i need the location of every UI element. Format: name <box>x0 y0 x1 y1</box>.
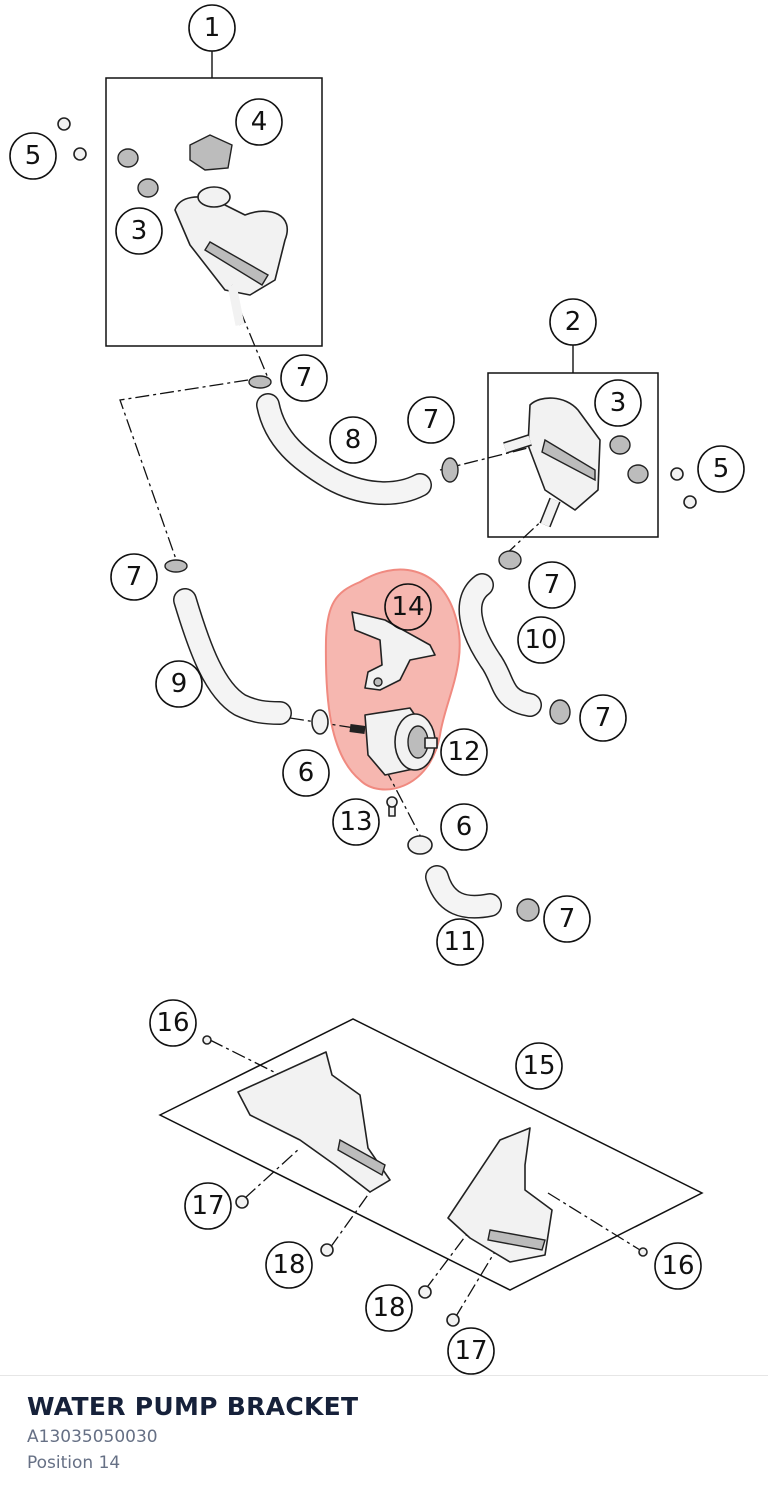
callout-17[interactable]: 17 <box>447 1327 495 1375</box>
svg-text:8: 8 <box>345 425 362 455</box>
svg-text:7: 7 <box>559 904 576 934</box>
svg-text:4: 4 <box>251 107 268 137</box>
screw-part <box>235 1195 249 1209</box>
hose-clip-part <box>407 835 433 855</box>
grommet-part <box>117 148 139 168</box>
svg-text:5: 5 <box>25 141 42 171</box>
screw-part <box>638 1247 648 1257</box>
screw-part <box>418 1285 432 1299</box>
svg-text:7: 7 <box>126 562 143 592</box>
position-label: Position 14 <box>27 1453 121 1473</box>
exploded-parts-diagram: 1 2 3 3 4 5 5 6 6 7 7 7 7 7 7 7 8 9 10 1… <box>9 4 745 1375</box>
hose-clamp-part <box>498 550 522 570</box>
callout-14-highlighted[interactable]: 14 <box>384 583 432 631</box>
callout-15[interactable]: 15 <box>515 1042 563 1090</box>
callout-12[interactable]: 12 <box>440 728 488 776</box>
callout-5[interactable]: 5 <box>9 132 57 180</box>
svg-text:7: 7 <box>544 570 561 600</box>
svg-text:6: 6 <box>456 812 473 842</box>
svg-text:7: 7 <box>595 703 612 733</box>
radiator-right-part <box>503 397 601 528</box>
svg-text:6: 6 <box>298 758 315 788</box>
callout-18[interactable]: 18 <box>265 1241 313 1289</box>
svg-text:10: 10 <box>524 625 557 655</box>
svg-text:3: 3 <box>131 216 148 246</box>
hose-9-part <box>173 588 292 725</box>
callout-16[interactable]: 16 <box>149 999 197 1047</box>
grommet-part <box>627 464 649 484</box>
callout-3[interactable]: 3 <box>115 207 163 255</box>
hose-clamp-part <box>516 898 540 922</box>
reservoir-cap-part <box>189 134 233 171</box>
svg-text:5: 5 <box>713 454 730 484</box>
callout-17[interactable]: 17 <box>184 1182 232 1230</box>
callout-13[interactable]: 13 <box>332 798 380 846</box>
svg-text:16: 16 <box>661 1251 694 1281</box>
callout-5[interactable]: 5 <box>697 445 745 493</box>
assembly-box-15 <box>158 1018 704 1291</box>
callout-7[interactable]: 7 <box>110 553 158 601</box>
callout-8[interactable]: 8 <box>329 416 377 464</box>
hose-clamp-part <box>248 375 272 389</box>
callout-7[interactable]: 7 <box>528 561 576 609</box>
svg-text:18: 18 <box>372 1293 405 1323</box>
water-pump-part <box>349 707 438 776</box>
svg-text:14: 14 <box>391 592 424 622</box>
bolt-part <box>683 495 697 509</box>
hose-clip-part <box>311 709 329 735</box>
hose-8-part <box>256 393 432 506</box>
hose-clamp-part <box>549 699 571 725</box>
callout-7[interactable]: 7 <box>543 895 591 943</box>
callout-3[interactable]: 3 <box>594 379 642 427</box>
callout-16[interactable]: 16 <box>654 1242 702 1290</box>
callout-11[interactable]: 11 <box>436 918 484 966</box>
callout-9[interactable]: 9 <box>155 660 203 708</box>
svg-text:7: 7 <box>423 405 440 435</box>
callout-7[interactable]: 7 <box>280 354 328 402</box>
svg-text:2: 2 <box>565 307 582 337</box>
bolt-part <box>57 117 71 131</box>
screw-part <box>446 1313 460 1327</box>
callout-7[interactable]: 7 <box>579 694 627 742</box>
callout-18[interactable]: 18 <box>365 1284 413 1332</box>
side-cover-right-part <box>447 1127 553 1263</box>
svg-text:1: 1 <box>204 13 221 43</box>
part-info-footer: WATER PUMP BRACKET A13035050030 Position… <box>0 1375 768 1491</box>
svg-text:7: 7 <box>296 363 313 393</box>
callout-7[interactable]: 7 <box>407 396 455 444</box>
svg-text:11: 11 <box>443 927 476 957</box>
svg-text:9: 9 <box>171 669 188 699</box>
hose-clamp-part <box>164 559 188 573</box>
screw-part <box>320 1243 334 1257</box>
water-pump-bracket-part <box>351 611 436 691</box>
svg-text:17: 17 <box>191 1191 224 1221</box>
radiator-left-part <box>174 186 288 326</box>
side-cover-left-part <box>237 1051 391 1193</box>
callout-10[interactable]: 10 <box>517 616 565 664</box>
hose-10-part <box>458 573 542 717</box>
callout-6[interactable]: 6 <box>282 749 330 797</box>
screw-part <box>202 1035 212 1045</box>
bolt-13-part <box>386 796 398 817</box>
svg-text:3: 3 <box>610 388 627 418</box>
svg-text:18: 18 <box>272 1250 305 1280</box>
callout-6[interactable]: 6 <box>440 803 488 851</box>
callout-2[interactable]: 2 <box>549 298 597 346</box>
hose-clamp-part <box>441 457 459 483</box>
grommet-part <box>609 435 631 455</box>
svg-text:16: 16 <box>156 1008 189 1038</box>
callout-4[interactable]: 4 <box>235 98 283 146</box>
bolt-part <box>73 147 87 161</box>
svg-text:15: 15 <box>522 1051 555 1081</box>
hose-11-part <box>425 865 502 919</box>
svg-text:17: 17 <box>454 1336 487 1366</box>
bolt-part <box>670 467 684 481</box>
assembly-box-1 <box>105 77 323 347</box>
svg-text:13: 13 <box>339 807 372 837</box>
grommet-part <box>137 178 159 198</box>
part-number: A13035050030 <box>27 1427 158 1447</box>
part-name: WATER PUMP BRACKET <box>27 1392 359 1421</box>
svg-text:12: 12 <box>447 737 480 767</box>
callout-1[interactable]: 1 <box>188 4 236 52</box>
